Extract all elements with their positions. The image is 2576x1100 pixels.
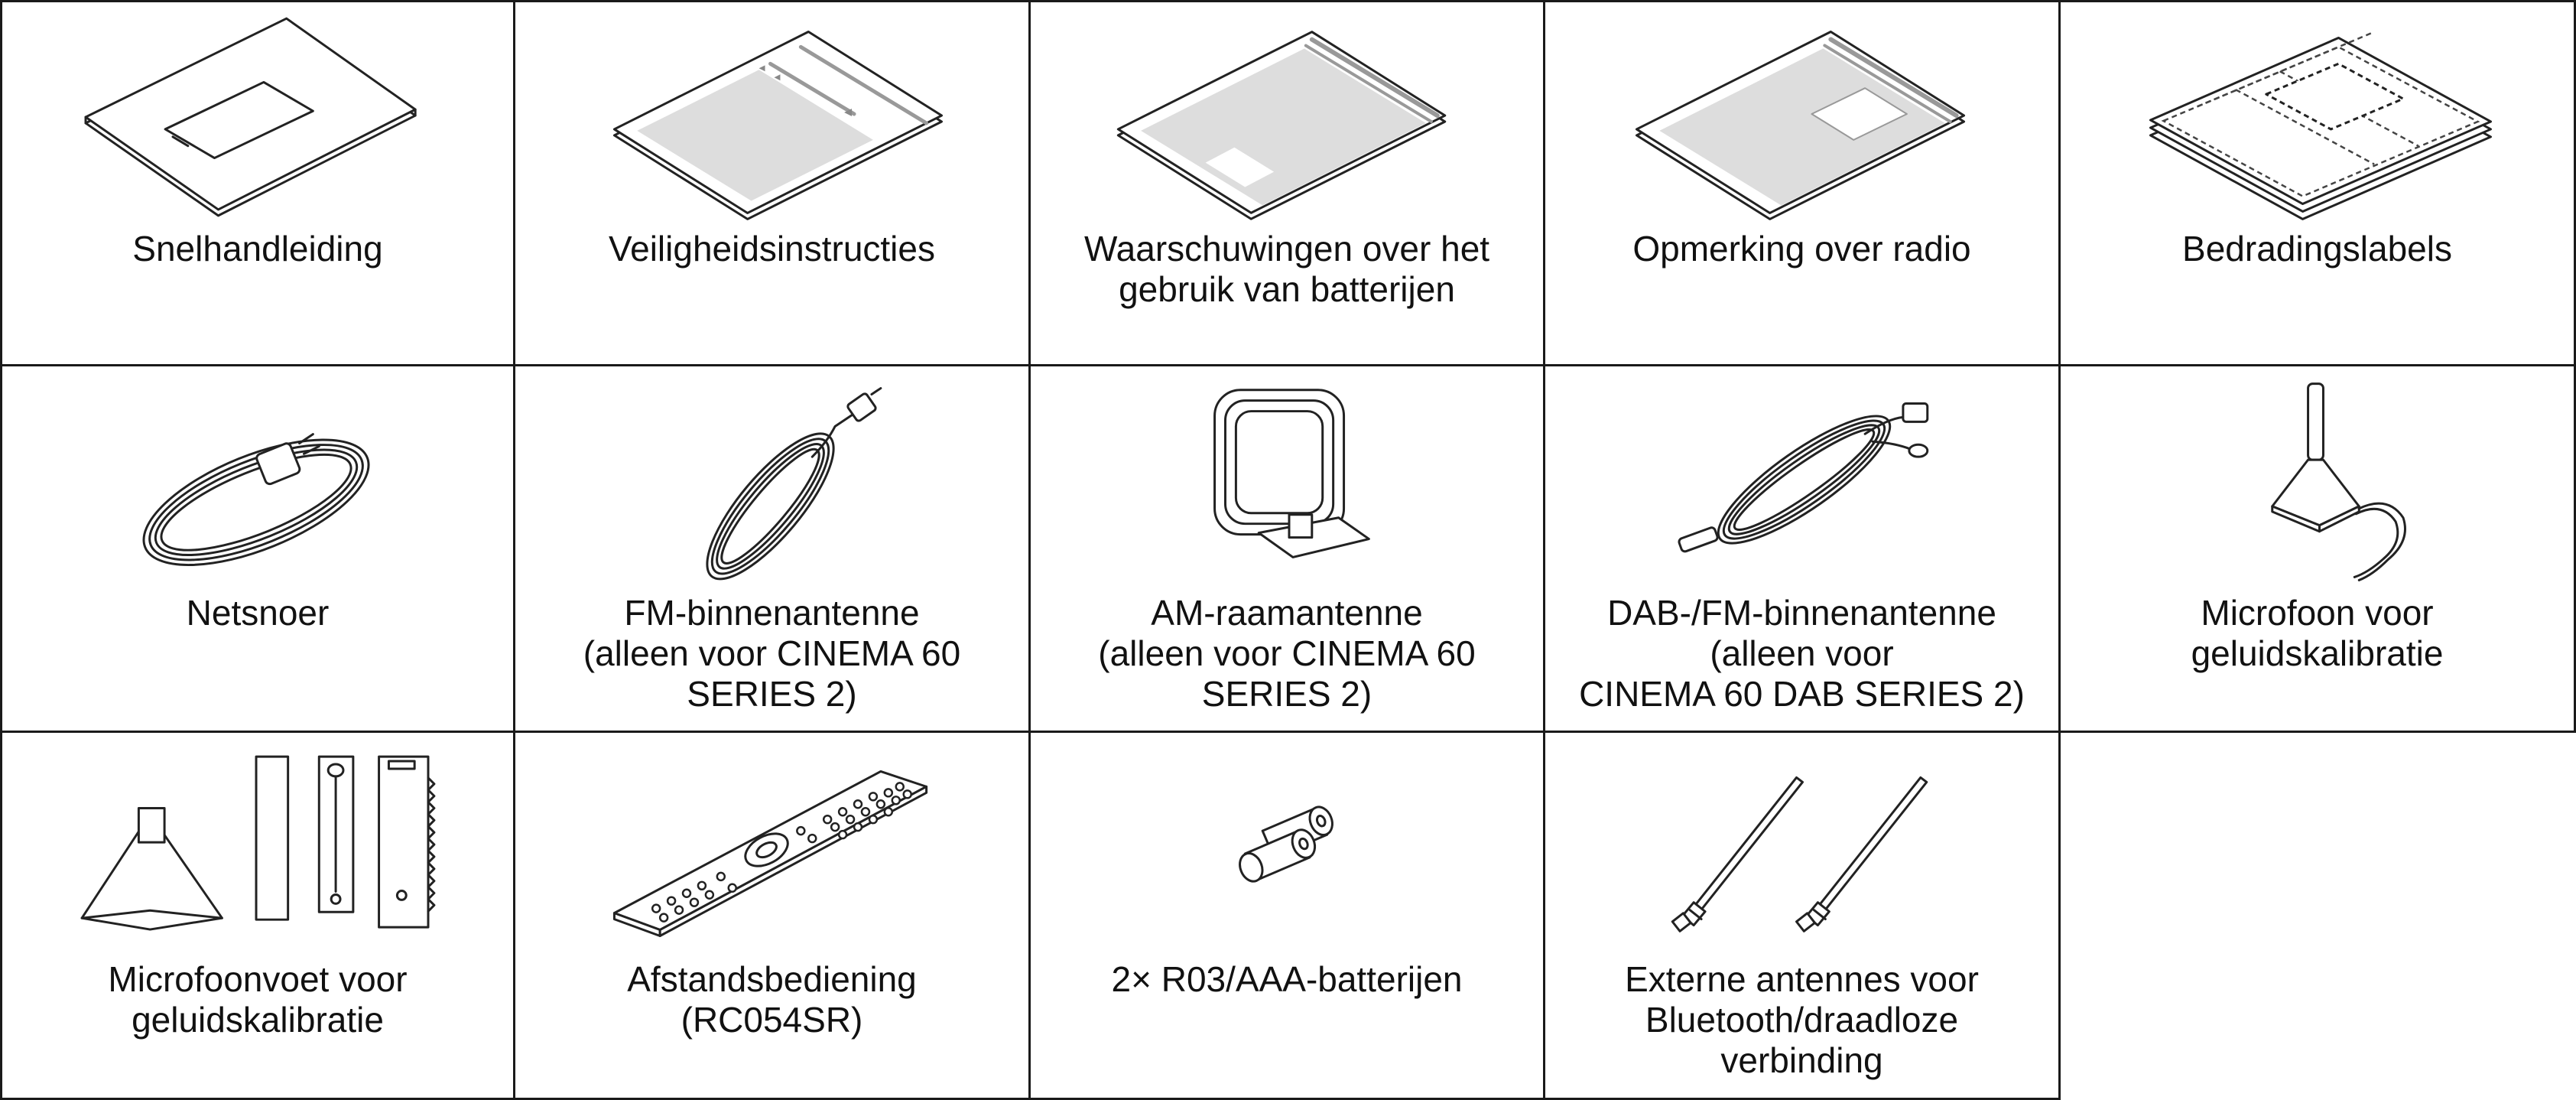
am-loop-antenna-icon <box>1213 389 1370 558</box>
accessory-cell: Waarschuwingen over het gebruik van batt… <box>1031 0 1545 366</box>
accessory-label: Veiligheidsinstructies <box>608 229 935 268</box>
booklet-icon <box>84 17 417 217</box>
accessory-cell: Bedradingslabels <box>2061 0 2576 366</box>
microphone-icon <box>2271 382 2406 581</box>
accessory-cell: Externe antennes voor Bluetooth/draadloz… <box>1545 733 2061 1100</box>
accessory-cell: Afstandsbediening (RC054SR) <box>515 733 1031 1100</box>
accessory-label: 2× R03/AAA-batterijen <box>1111 959 1463 999</box>
fm-antenna-icon <box>706 387 882 581</box>
microphone-stand-icon <box>80 755 436 931</box>
document-icon <box>1116 31 1447 220</box>
accessory-cell: Veiligheidsinstructies <box>515 0 1031 366</box>
accessory-cell: Opmerking over radio <box>1545 0 2061 366</box>
accessory-label: Afstandsbediening (RC054SR) <box>627 959 917 1040</box>
accessory-label: Externe antennes voor Bluetooth/draadloz… <box>1625 959 1979 1080</box>
accessory-label: DAB-/FM-binnenantenne (alleen voor CINEM… <box>1579 593 2025 714</box>
accessory-cell: Microfoon voor geluidskalibratie <box>2061 366 2576 733</box>
accessory-cell: FM-binnenantenne (alleen voor CINEMA 60 … <box>515 366 1031 733</box>
accessory-cell: DAB-/FM-binnenantenne (alleen voor CINEM… <box>1545 366 2061 733</box>
accessory-label: AM-raamantenne (alleen voor CINEMA 60 SE… <box>1098 593 1476 714</box>
accessory-cell: Snelhandleiding <box>0 0 515 366</box>
dab-fm-antenna-icon <box>1678 402 1929 553</box>
document-icon <box>612 31 944 220</box>
power-cord-icon <box>142 433 370 567</box>
remote-control-icon <box>612 770 928 937</box>
accessory-label: Opmerking over radio <box>1632 229 1971 268</box>
accessory-label: Bedradingslabels <box>2182 229 2452 268</box>
accessory-label: Microfoon voor geluidskalibratie <box>2191 593 2444 673</box>
accessory-cell: Netsnoer <box>0 366 515 733</box>
accessory-label: Snelhandleiding <box>132 229 383 268</box>
external-antennas-icon <box>1671 776 1928 932</box>
accessory-label: Waarschuwingen over het gebruik van batt… <box>1083 229 1490 309</box>
batteries-icon <box>1239 805 1333 883</box>
accessory-label: Microfoonvoet voor geluidskalibratie <box>108 959 408 1040</box>
empty-cell <box>2061 733 2576 1100</box>
accessory-label: FM-binnenantenne (alleen voor CINEMA 60 … <box>583 593 961 714</box>
accessory-cell: 2× R03/AAA-batterijen <box>1031 733 1545 1100</box>
accessory-label: Netsnoer <box>186 593 330 633</box>
accessory-cell: AM-raamantenne (alleen voor CINEMA 60 SE… <box>1031 366 1545 733</box>
label-sheet-icon <box>2149 31 2492 220</box>
document-icon <box>1635 31 1966 220</box>
accessory-cell: Microfoonvoet voor geluidskalibratie <box>0 733 515 1100</box>
